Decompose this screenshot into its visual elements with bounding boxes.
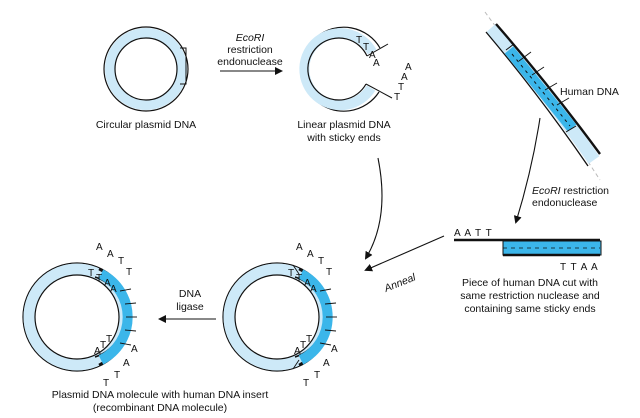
- human-dna-fragment: A A T T T T A A: [454, 228, 602, 273]
- annealed-junction-bottom: T T A A A T T: [294, 334, 338, 389]
- linear-plasmid: [299, 26, 393, 112]
- base-t: T: [114, 370, 120, 381]
- base-t: T: [303, 378, 309, 389]
- base-t: T: [88, 268, 94, 279]
- recombinant-junction-top: A A T T T T A A: [88, 242, 132, 295]
- base-t: T: [306, 334, 312, 345]
- base-t: T: [363, 42, 369, 53]
- circular-plasmid: [103, 26, 189, 112]
- annealed-molecule: [222, 262, 337, 372]
- base-t: T: [356, 35, 362, 46]
- base-t: T: [118, 256, 124, 267]
- base-t: T: [326, 267, 332, 278]
- base-t: T: [296, 273, 302, 284]
- base-a: A: [107, 249, 114, 260]
- base-t: T: [103, 378, 109, 389]
- annealed-junction-top: A A T T T T A A: [288, 242, 332, 295]
- base-a: A: [307, 249, 314, 260]
- ecori-label-2: EcoRI restriction: [532, 185, 609, 197]
- base-t: T: [398, 82, 404, 93]
- recombinant-label-2: (recombinant DNA molecule): [93, 402, 227, 414]
- restriction-arrow-2: [513, 117, 541, 224]
- base-a: A: [310, 284, 317, 295]
- base-t: T: [126, 267, 132, 278]
- base-a: A: [304, 278, 311, 289]
- linear-plasmid-label-2: with sticky ends: [306, 132, 381, 144]
- anneal-arrow-fragment: [364, 235, 445, 272]
- base-a: A: [110, 284, 117, 295]
- base-a: A: [323, 358, 330, 369]
- recombinant-label-1: Plasmid DNA molecule with human DNA inse…: [52, 389, 269, 401]
- anneal-label: Anneal: [382, 271, 418, 295]
- sticky-end-bottom: A A T T: [394, 62, 412, 103]
- fragment-label-3: containing same sticky ends: [464, 303, 595, 315]
- fragment-label-1: Piece of human DNA cut with: [462, 277, 598, 289]
- recombinant-molecule: [22, 262, 137, 372]
- base-a: A: [405, 62, 412, 73]
- base-t: T: [100, 340, 106, 351]
- fragment-label-2: same restriction nuclease and: [460, 290, 600, 302]
- base-a: A: [94, 346, 101, 357]
- base-a: A: [296, 242, 303, 253]
- fragment-right-overhang: T T A A: [560, 262, 599, 273]
- base-t: T: [314, 370, 320, 381]
- base-a: A: [104, 278, 111, 289]
- ecori-site-mark: [180, 47, 187, 85]
- human-dna-label: Human DNA: [560, 86, 619, 98]
- base-a: A: [123, 358, 130, 369]
- fragment-left-overhang: A A T T: [454, 228, 493, 239]
- base-t: T: [96, 273, 102, 284]
- linear-plasmid-label-1: Linear plasmid DNA: [297, 119, 390, 131]
- base-a: A: [401, 72, 408, 83]
- human-dna: [484, 11, 601, 181]
- endonuclease-label-1: endonuclease: [217, 56, 283, 68]
- base-t: T: [318, 256, 324, 267]
- base-t: T: [394, 92, 400, 103]
- anneal-arrow-plasmid: [364, 157, 383, 260]
- base-t: T: [106, 334, 112, 345]
- ligase-label-2: ligase: [176, 301, 204, 313]
- base-a: A: [131, 344, 138, 355]
- endonuclease-label-2: endonuclease: [532, 197, 598, 209]
- restriction-label-1: restriction: [227, 44, 273, 56]
- base-a: A: [294, 346, 301, 357]
- base-t: T: [300, 340, 306, 351]
- base-a: A: [369, 50, 376, 61]
- base-a: A: [373, 58, 380, 69]
- base-t: T: [288, 268, 294, 279]
- recombinant-junction-bottom: T T A A A T T: [94, 334, 138, 389]
- base-a: A: [331, 344, 338, 355]
- circular-plasmid-label: Circular plasmid DNA: [96, 119, 196, 131]
- base-a: A: [96, 242, 103, 253]
- ligase-label-1: DNA: [179, 288, 201, 300]
- sticky-end-top: T T A A: [356, 35, 380, 69]
- ecori-label-1: EcoRI: [236, 32, 265, 44]
